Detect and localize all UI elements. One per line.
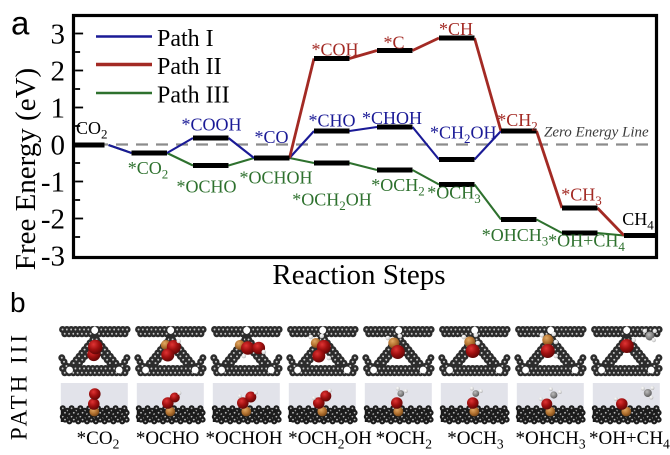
svg-text:*OCHOH: *OCHOH [239, 168, 312, 188]
svg-text:*OCH3: *OCH3 [447, 428, 504, 452]
svg-text:*CH: *CH [439, 19, 473, 39]
svg-text:-2: -2 [41, 204, 65, 236]
svg-text:Free Energy (eV): Free Energy (eV) [10, 68, 42, 270]
svg-text:*OCHO: *OCHO [176, 177, 236, 197]
svg-text:Reaction Steps: Reaction Steps [272, 259, 445, 291]
svg-text:*CH3: *CH3 [561, 185, 602, 209]
svg-text:*OCHO: *OCHO [136, 428, 199, 449]
svg-text:*OHCH3: *OHCH3 [482, 225, 549, 249]
svg-text:*CO: *CO [254, 127, 288, 147]
svg-text:*CH2OH: *CH2OH [430, 123, 497, 147]
svg-text:*CO2: *CO2 [128, 158, 169, 182]
svg-text:*OH+CH4: *OH+CH4 [589, 428, 670, 452]
svg-text:PATH III: PATH III [7, 332, 32, 440]
svg-text:*OCHOH: *OCHOH [205, 428, 282, 449]
svg-text:a: a [11, 5, 30, 42]
svg-text:*OH+CH4: *OH+CH4 [548, 231, 625, 255]
svg-text:*CHO: *CHO [308, 111, 355, 131]
svg-text:*OCH2OH: *OCH2OH [292, 190, 372, 214]
svg-text:-1: -1 [41, 167, 65, 199]
svg-text:0: 0 [51, 130, 66, 162]
svg-text:CO2: CO2 [76, 118, 108, 142]
svg-text:*OCH2: *OCH2 [371, 175, 425, 199]
svg-text:*OCH2: *OCH2 [376, 428, 432, 452]
svg-text:*CH2: *CH2 [497, 110, 538, 134]
svg-text:*COOH: *COOH [181, 115, 241, 135]
svg-text:Path I: Path I [157, 26, 214, 52]
svg-text:*C: *C [383, 33, 404, 53]
svg-text:*CO2: *CO2 [77, 428, 120, 452]
svg-text:*OCH3: *OCH3 [427, 183, 481, 207]
svg-text:CH4: CH4 [622, 209, 654, 233]
svg-text:*OCH2OH: *OCH2OH [288, 428, 372, 452]
svg-text:Path II: Path II [157, 54, 222, 80]
svg-text:Zero Energy Line: Zero Energy Line [544, 125, 649, 141]
svg-text:*COH: *COH [311, 40, 358, 60]
svg-text:3: 3 [51, 19, 66, 51]
svg-text:-3: -3 [41, 241, 65, 273]
svg-text:*OHCH3: *OHCH3 [516, 428, 586, 452]
svg-text:1: 1 [51, 93, 66, 125]
svg-text:*CHOH: *CHOH [362, 108, 422, 128]
svg-text:2: 2 [51, 56, 66, 88]
svg-text:Path III: Path III [157, 83, 230, 109]
svg-text:b: b [10, 287, 26, 318]
